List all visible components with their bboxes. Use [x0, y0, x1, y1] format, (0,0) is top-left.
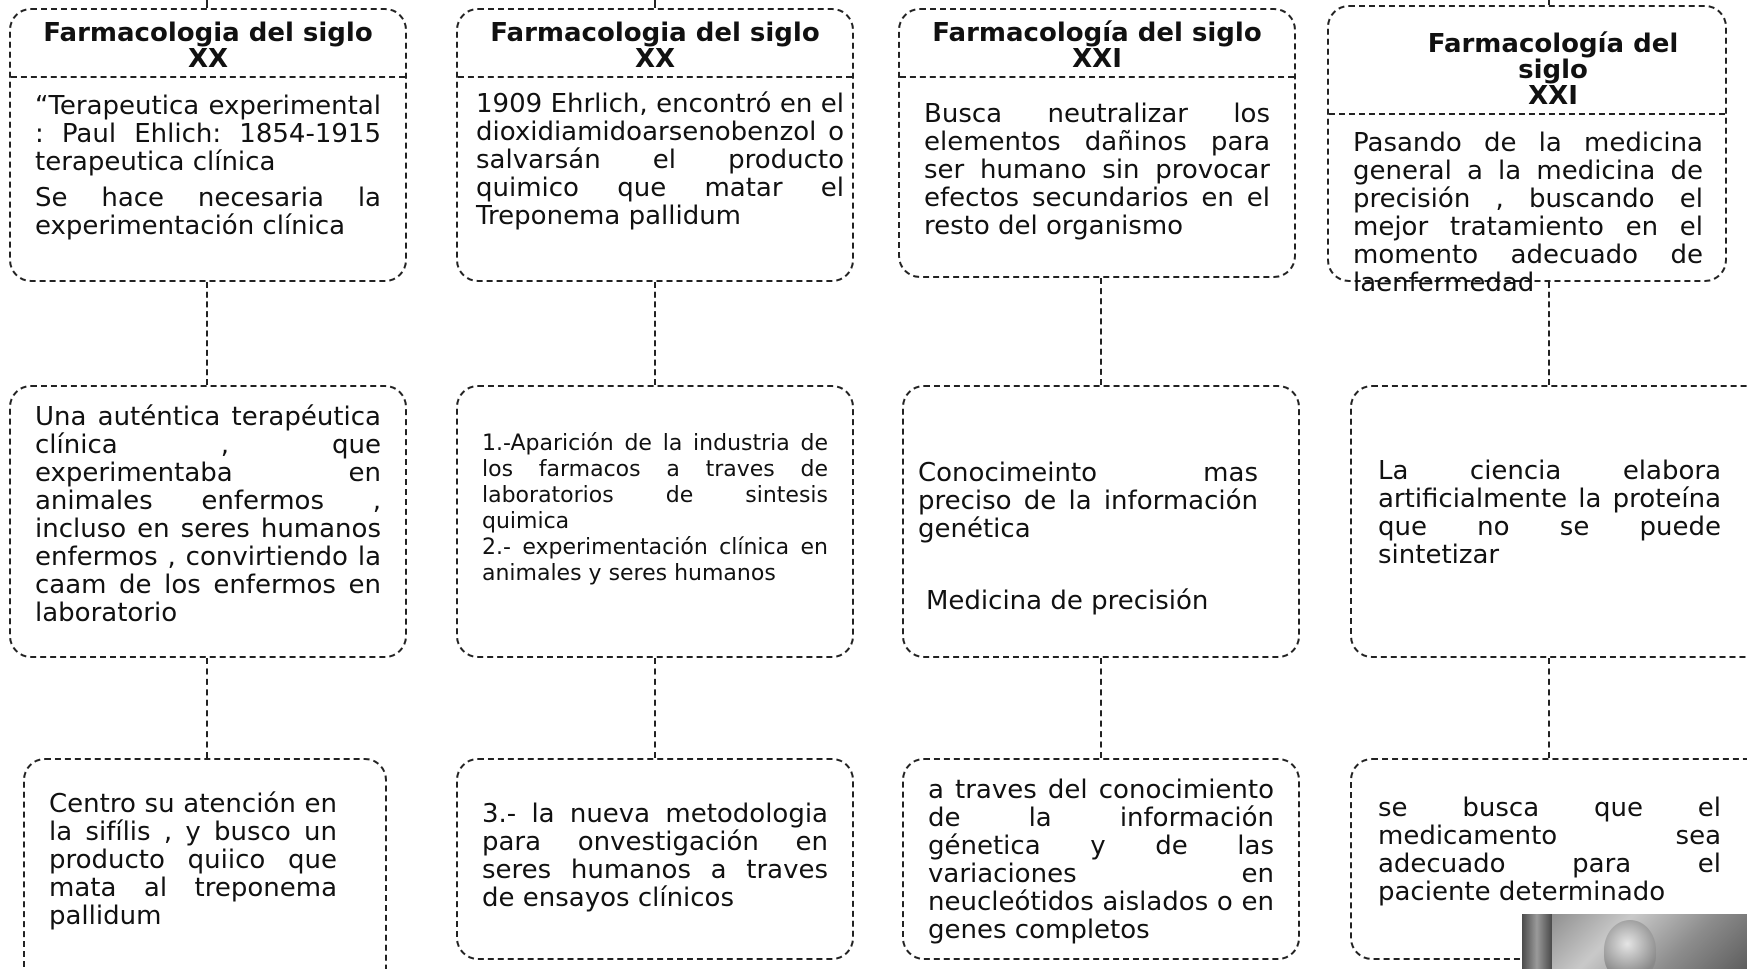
column-3-header-box: Farmacología del siglo XXI Busca neutral… [898, 8, 1296, 278]
connector-2b [654, 658, 656, 758]
column-4-header-box: Farmacología del siglo XXI Pasando de la… [1327, 5, 1727, 297]
column-4-top-text: Pasando de la medicina general a la medi… [1353, 128, 1703, 298]
column-4-title: Farmacología del siglo XXI [1329, 7, 1725, 115]
connector-top-4 [1548, 0, 1550, 5]
engraving-column [1522, 914, 1552, 969]
column-2-bottom-text: 3.- la nueva metodologia para onvestigac… [482, 799, 828, 913]
column-3-bottom-text: a traves del conocimiento de la informac… [928, 775, 1274, 945]
connector-3a [1100, 278, 1102, 385]
column-4-bottom-text: se busca que el medicamento sea adecuado… [1378, 793, 1721, 907]
column-1-bottom-box: Centro su atención en la sifílis , y bus… [23, 758, 387, 969]
column-1-header-box: Farmacologia del siglo XX “Terapeutica e… [9, 8, 407, 282]
column-1-title: Farmacologia del siglo XX [11, 10, 405, 78]
engraving-portrait-image [1522, 914, 1747, 969]
column-2-top-text: 1909 Ehrlich, encontró en el dioxidiamid… [476, 89, 844, 231]
column-3-top-text: Busca neutralizar los elementos dañinos … [924, 99, 1270, 241]
column-2-header-box: Farmacologia del siglo XX 1909 Ehrlich, … [456, 8, 854, 282]
connector-4a [1548, 282, 1550, 385]
connector-top-2 [654, 0, 656, 8]
column-2-middle-box: 1.-Aparición de la industria de los farm… [456, 385, 854, 658]
connector-3b [1100, 658, 1102, 758]
connector-top-1 [206, 0, 208, 8]
column-2-middle-text: 1.-Aparición de la industria de los farm… [482, 431, 828, 586]
column-3-title: Farmacología del siglo XXI [900, 10, 1294, 78]
connector-4b [1548, 658, 1550, 758]
column-1-middle-text: Una auténtica terapéutica clínica , que … [35, 402, 381, 628]
column-2-title: Farmacologia del siglo XX [458, 10, 852, 78]
column-3-middle-box: Conocimeinto mas preciso de la informaci… [902, 385, 1300, 658]
connector-2a [654, 282, 656, 385]
engraving-face [1604, 920, 1656, 969]
column-4-middle-text: La ciencia elabora artificialmente la pr… [1378, 456, 1721, 570]
column-4-middle-box: La ciencia elabora artificialmente la pr… [1350, 385, 1747, 658]
column-3-middle-text: Conocimeinto mas preciso de la informaci… [918, 458, 1258, 616]
column-3-bottom-box: a traves del conocimiento de la informac… [902, 758, 1300, 960]
connector-1a [206, 282, 208, 385]
column-1-bottom-text: Centro su atención en la sifílis , y bus… [49, 789, 337, 931]
column-1-middle-box: Una auténtica terapéutica clínica , que … [9, 385, 407, 658]
connector-1b [206, 658, 208, 758]
column-2-bottom-box: 3.- la nueva metodologia para onvestigac… [456, 758, 854, 960]
column-1-top-text: “Terapeutica experimental : Paul Ehlich:… [35, 91, 381, 241]
